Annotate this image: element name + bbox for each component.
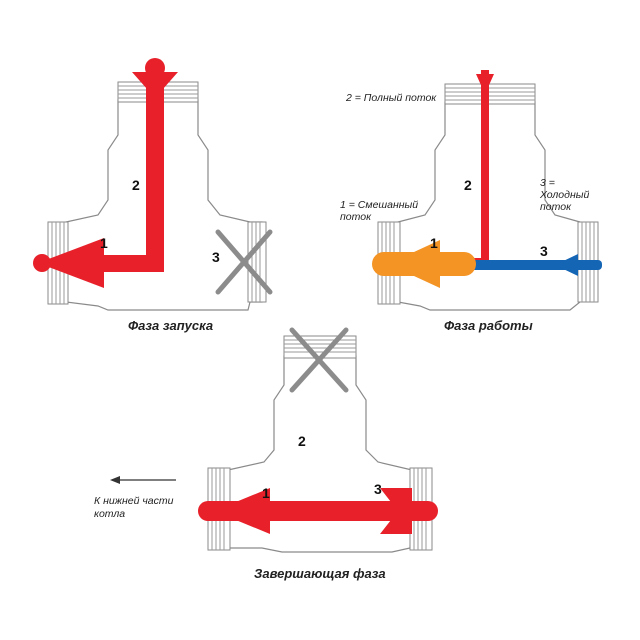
startup-caption: Фаза запуска (128, 318, 213, 333)
final-panel: 1 2 3 К нижней части котла Завершающая ф… (94, 327, 438, 581)
final-hot-flow-arrow (198, 488, 438, 534)
operation-panel: 1 2 3 2 = Полный поток 1 = Смешанный пот… (340, 70, 602, 333)
final-label-2: 2 (298, 433, 306, 449)
startup-label-2: 2 (132, 177, 140, 193)
operation-note-cold-3: поток (540, 201, 572, 213)
operation-cold-flow-arrow (470, 254, 602, 276)
final-label-3: 3 (374, 481, 382, 497)
operation-note-mixed-1: 1 = Смешанный (340, 199, 418, 211)
final-note-boiler-1: К нижней части (94, 495, 174, 507)
final-caption: Завершающая фаза (254, 566, 386, 581)
operation-top-thread (444, 83, 536, 105)
startup-right-thread (247, 221, 267, 303)
startup-hot-flow-arrow (33, 58, 178, 288)
final-top-thread (283, 335, 357, 359)
operation-label-2: 2 (464, 177, 472, 193)
startup-label-1: 1 (100, 235, 108, 251)
startup-panel: 1 2 3 Фаза запуска (33, 58, 273, 333)
startup-blocked-port-mark (215, 229, 273, 295)
final-note-boiler-2: котла (94, 508, 125, 520)
final-blocked-port-mark (289, 327, 349, 393)
operation-note-full-flow: 2 = Полный поток (345, 92, 437, 104)
operation-note-mixed-2: поток (340, 211, 372, 223)
operation-caption: Фаза работы (444, 318, 533, 333)
operation-note-cold-2: Холодный (539, 189, 589, 201)
final-label-1: 1 (262, 485, 270, 501)
final-outlet-direction-arrow (110, 476, 176, 484)
startup-label-3: 3 (212, 249, 220, 265)
operation-note-cold-1: 3 = (540, 177, 555, 189)
operation-mixed-flow-arrow (372, 240, 476, 288)
operation-label-1: 1 (430, 235, 438, 251)
operation-label-3: 3 (540, 243, 548, 259)
